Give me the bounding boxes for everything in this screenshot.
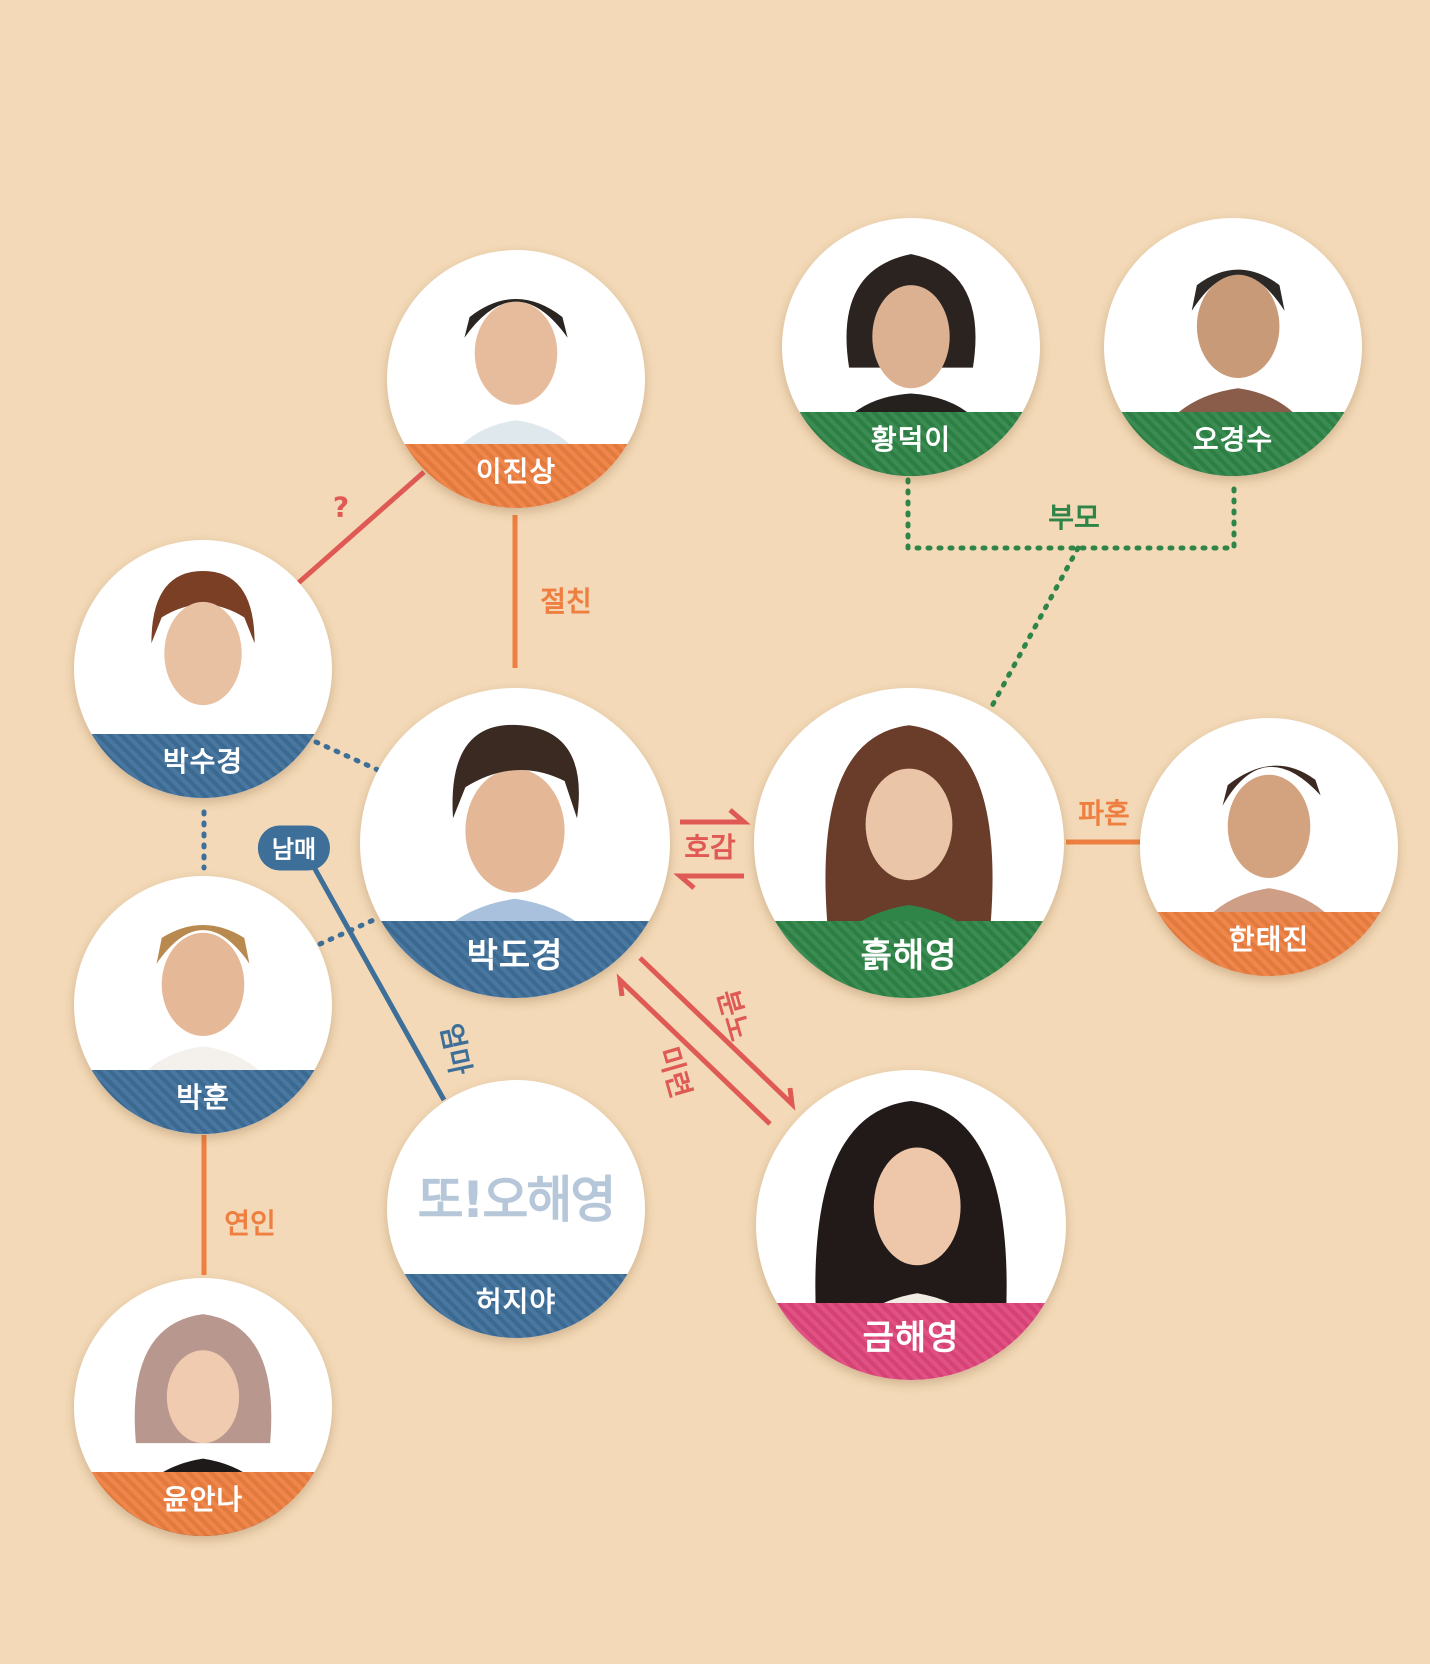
character-geum-hae-young[interactable]: 금해영 xyxy=(756,1070,1066,1380)
character-park-do-gyeong[interactable]: 박도경 xyxy=(360,688,670,998)
name-band-oh-gyeong-su: 오경수 xyxy=(1104,411,1362,476)
name-band-park-su-gyeong: 박수경 xyxy=(74,733,332,798)
link-crush-arrow-right xyxy=(680,808,751,825)
character-park-su-gyeong[interactable]: 박수경 xyxy=(74,540,332,798)
character-han-tae-jin[interactable]: 한태진 xyxy=(1140,718,1398,976)
link-parents-to-haeyoung xyxy=(989,545,1081,709)
name-band-park-hoon: 박훈 xyxy=(74,1069,332,1134)
character-yoon-an-na[interactable]: 윤안나 xyxy=(74,1278,332,1536)
character-heuk-hae-young[interactable]: 흙해영 xyxy=(754,688,1064,998)
label-siblings: 남매 xyxy=(257,825,331,871)
link-parents-bracket xyxy=(905,477,1237,551)
label-unknown: ? xyxy=(332,490,350,524)
label-best-friend: 절친 xyxy=(540,585,592,618)
name-band-han-tae-jin: 한태진 xyxy=(1140,911,1398,976)
name-band-heuk-hae-young: 흙해영 xyxy=(754,920,1064,998)
link-crush-arrow-left xyxy=(673,873,744,890)
link-anger-arrow xyxy=(638,956,796,1111)
label-parents: 부모 xyxy=(1048,501,1100,534)
name-band-hwang-deok-i: 황덕이 xyxy=(782,411,1040,476)
label-lovers: 연인 xyxy=(224,1207,276,1240)
name-band-heo-ji-ya: 허지야 xyxy=(387,1273,645,1338)
character-park-hoon[interactable]: 박훈 xyxy=(74,876,332,1134)
label-broken-engagement: 파혼 xyxy=(1078,797,1130,830)
name-band-park-do-gyeong: 박도경 xyxy=(360,920,670,998)
label-crush: 호감 xyxy=(684,831,736,864)
character-hwang-deok-i[interactable]: 황덕이 xyxy=(782,218,1040,476)
character-lee-jin-sang[interactable]: 이진상 xyxy=(387,250,645,508)
name-band-lee-jin-sang: 이진상 xyxy=(387,443,645,508)
character-heo-ji-ya[interactable]: 또!오해영 허지야 xyxy=(387,1080,645,1338)
name-band-geum-hae-young: 금해영 xyxy=(756,1302,1066,1380)
character-oh-gyeong-su[interactable]: 오경수 xyxy=(1104,218,1362,476)
show-logo-icon: 또!오해영 xyxy=(417,1170,617,1229)
name-band-yoon-an-na: 윤안나 xyxy=(74,1471,332,1536)
